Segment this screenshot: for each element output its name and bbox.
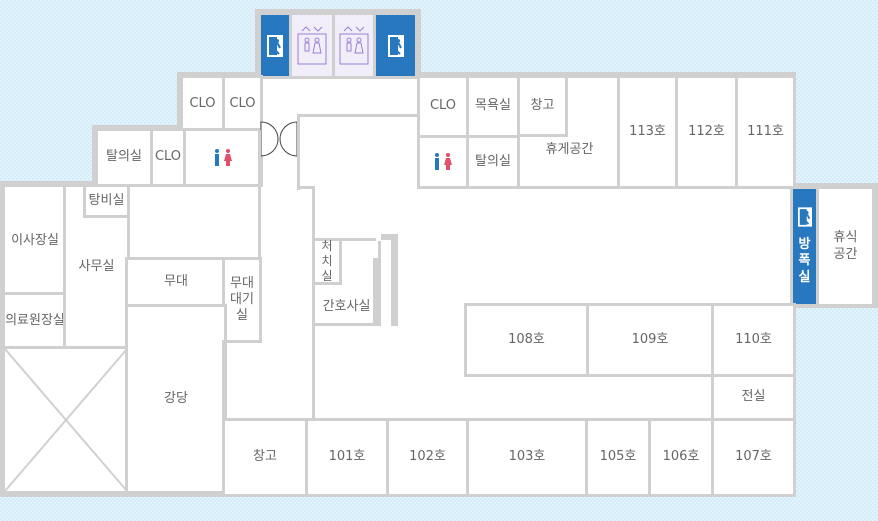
room-109: 109호	[586, 303, 714, 377]
emergency-exit-right	[373, 12, 418, 79]
room-locker-right: 탈의실	[466, 135, 520, 189]
room-label: 103호	[508, 449, 546, 465]
room-label: CLO	[154, 149, 182, 165]
restroom-icon	[215, 148, 232, 166]
room-label: 강당	[164, 390, 188, 406]
room-label: 전실	[741, 389, 766, 405]
room-label: 창고	[530, 97, 555, 113]
room-label: 102호	[409, 449, 446, 465]
room-label: 107호	[735, 449, 772, 465]
room-label: 106호	[662, 449, 700, 465]
restroom-right	[417, 135, 469, 189]
room-storage-top: 창고	[517, 75, 568, 137]
elevator-1	[289, 12, 335, 79]
room-label: 탈의실	[106, 149, 142, 165]
room-clo: CLO	[222, 75, 263, 133]
room-clo: CLO	[180, 75, 225, 133]
emergency-exit-icon	[797, 207, 812, 227]
room-label: 101호	[328, 449, 366, 465]
room-102: 102호	[386, 418, 469, 497]
room-label: 113호	[629, 123, 666, 139]
double-door-icon	[260, 121, 298, 157]
room-label: 112호	[688, 123, 725, 139]
elevator-2	[332, 12, 376, 79]
room-label: 109호	[631, 331, 669, 347]
room-label: 111호	[747, 123, 784, 139]
room-label: 탕비실	[88, 192, 125, 208]
room-treatment: 처치실	[312, 238, 342, 285]
room-blast-shelter: 방폭실	[790, 186, 819, 307]
restroom-left	[183, 128, 263, 187]
void-area	[2, 346, 130, 494]
room-chairman: 이사장실	[2, 184, 68, 298]
room-stage: 무대	[125, 257, 227, 308]
room-label: CLO	[429, 98, 457, 114]
room-pantry: 탕비실	[83, 184, 130, 218]
room-label: CLO	[229, 95, 256, 111]
room-106: 106호	[648, 418, 714, 497]
room-clo: CLO	[417, 75, 469, 138]
elevator-icon	[339, 25, 369, 64]
room-103: 103호	[466, 418, 588, 497]
room-111: 111호	[735, 75, 796, 189]
room-label: 방폭실	[798, 237, 811, 285]
room-bath: 목욕실	[466, 75, 520, 138]
room-label: 108호	[508, 331, 545, 347]
room-label: 무대대기실	[230, 275, 254, 324]
room-112: 112호	[675, 75, 738, 189]
room-label: CLO	[189, 95, 216, 111]
room-director: 의료원장실	[2, 292, 68, 350]
room-label: 이사장실	[11, 232, 59, 248]
room-storage-bottom: 창고	[222, 418, 308, 497]
room-label: 처치실	[321, 239, 333, 283]
room-105: 105호	[585, 418, 651, 497]
room-label: 의료원장실	[5, 312, 65, 328]
emergency-exit-icon	[387, 34, 404, 57]
room-locker-left: 탈의실	[95, 128, 153, 187]
room-label: 간호사실	[322, 298, 371, 314]
room-label: 목욕실	[475, 98, 511, 114]
room-clo: CLO	[150, 128, 186, 187]
room-113: 113호	[617, 75, 678, 189]
elevator-icon	[297, 25, 327, 64]
room-hall: 강당	[125, 304, 227, 494]
restroom-icon	[435, 153, 452, 170]
room-label: 무대	[164, 274, 188, 290]
room-rest-area: 휴식공간	[816, 186, 875, 307]
room-anteroom: 전실	[711, 374, 796, 421]
room-stage-waiting: 무대대기실	[222, 257, 262, 343]
room-101: 101호	[305, 418, 389, 497]
room-108: 108호	[464, 303, 589, 377]
room-label: 사무실	[78, 258, 115, 274]
void-cross	[5, 349, 127, 491]
emergency-exit-left	[258, 12, 292, 79]
room-label: 휴게공간	[545, 141, 594, 157]
room-107: 107호	[711, 418, 796, 497]
room-label: 105호	[599, 449, 637, 465]
room-label: 창고	[253, 449, 277, 465]
room-label: 휴식공간	[833, 230, 858, 262]
room-label: 110호	[735, 331, 772, 347]
room-label: 탈의실	[475, 153, 511, 169]
room-110: 110호	[711, 303, 796, 377]
emergency-exit-icon	[267, 34, 283, 57]
